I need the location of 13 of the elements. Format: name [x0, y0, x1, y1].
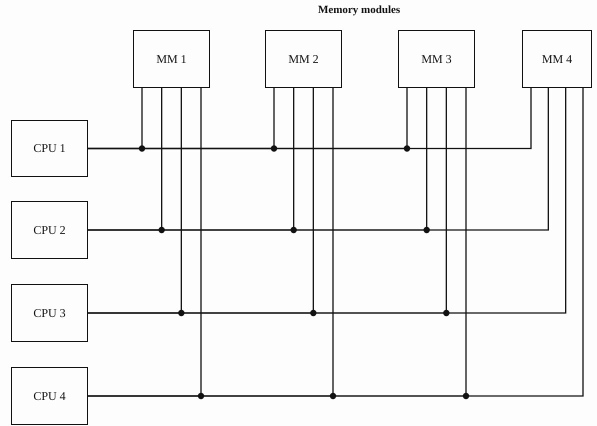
- memory-module-box: MM 1: [133, 30, 210, 88]
- cpu-box: CPU 2: [11, 201, 88, 259]
- heading-label: Memory modules: [318, 4, 400, 16]
- connector-line: [88, 88, 549, 231]
- memory-module-box: MM 2: [265, 30, 342, 88]
- cpu-box: CPU 4: [11, 367, 88, 425]
- connector-line: [88, 88, 584, 397]
- memory-module-box: MM 3: [398, 30, 475, 88]
- connector-line: [88, 88, 532, 150]
- memory-module-box: MM 4: [522, 30, 592, 88]
- connector-line: [88, 88, 566, 314]
- cpu-box: CPU 1: [11, 120, 88, 177]
- cpu-box: CPU 3: [11, 284, 88, 342]
